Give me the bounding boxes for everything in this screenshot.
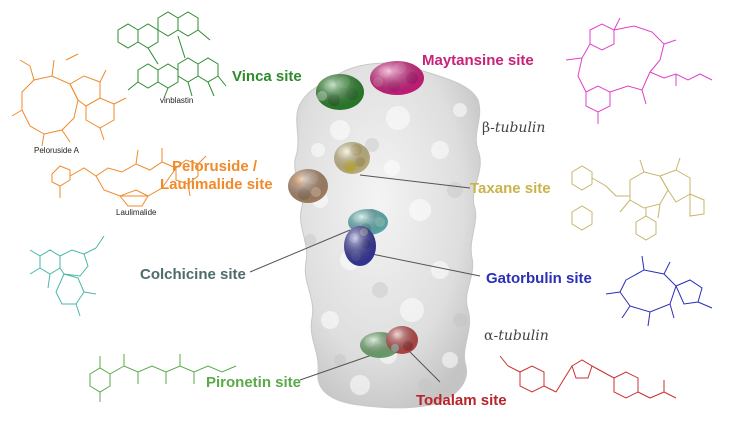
laulimalide-label: Laulimalide: [116, 208, 157, 217]
laulimalide-structure: [51, 148, 207, 207]
todalam-leader: [407, 349, 441, 383]
gatorbulin-site-blob: [344, 226, 376, 266]
peloruside-site-label-line2: Laulimalide site: [160, 176, 273, 193]
pironetin-leader: [299, 354, 373, 381]
vinca-site-blob: [316, 74, 364, 110]
todalam-site-label: Todalam site: [416, 392, 507, 409]
colchicine-leader: [249, 229, 351, 273]
todalam-structure: [499, 355, 677, 399]
maytansine-site-blob: [370, 61, 424, 95]
peloruside-site-blob: [288, 169, 328, 203]
colchicine-site-label: Colchicine site: [140, 266, 246, 283]
surface-shading: [304, 138, 467, 392]
maytansine-site-label: Maytansine site: [422, 52, 534, 69]
taxol-structure: [571, 157, 705, 241]
leader-lines: [249, 174, 481, 383]
gatorbulin-leader: [361, 251, 481, 277]
taxane-site-blob: [334, 142, 370, 174]
taxane-site-label: Taxane site: [470, 180, 551, 197]
gatorbulin-structure: [605, 255, 713, 327]
peloruside-a-label: Peloruside A: [34, 146, 79, 155]
alpha-tubulin-label: α-tubulin: [484, 328, 549, 344]
colchicine-structure: [29, 235, 105, 317]
pironetin-structure: [89, 354, 237, 402]
gatorbulin-site-label: Gatorbulin site: [486, 270, 592, 287]
todalam-site-blob: [386, 326, 418, 354]
peloruside-a-structure: [11, 53, 127, 147]
taxane-leader: [359, 174, 471, 189]
maytansine-structure: [565, 17, 713, 124]
beta-tubulin-label: β-tubulin: [482, 120, 546, 136]
vinca-site-label: Vinca site: [232, 68, 302, 85]
vinblastin-label: vinblastin: [160, 96, 194, 105]
pironetin-site-label: Pironetin site: [206, 374, 302, 391]
vinblastin-structure: [117, 11, 227, 99]
peloruside-site-label-line1: Peloruside /: [172, 158, 258, 175]
